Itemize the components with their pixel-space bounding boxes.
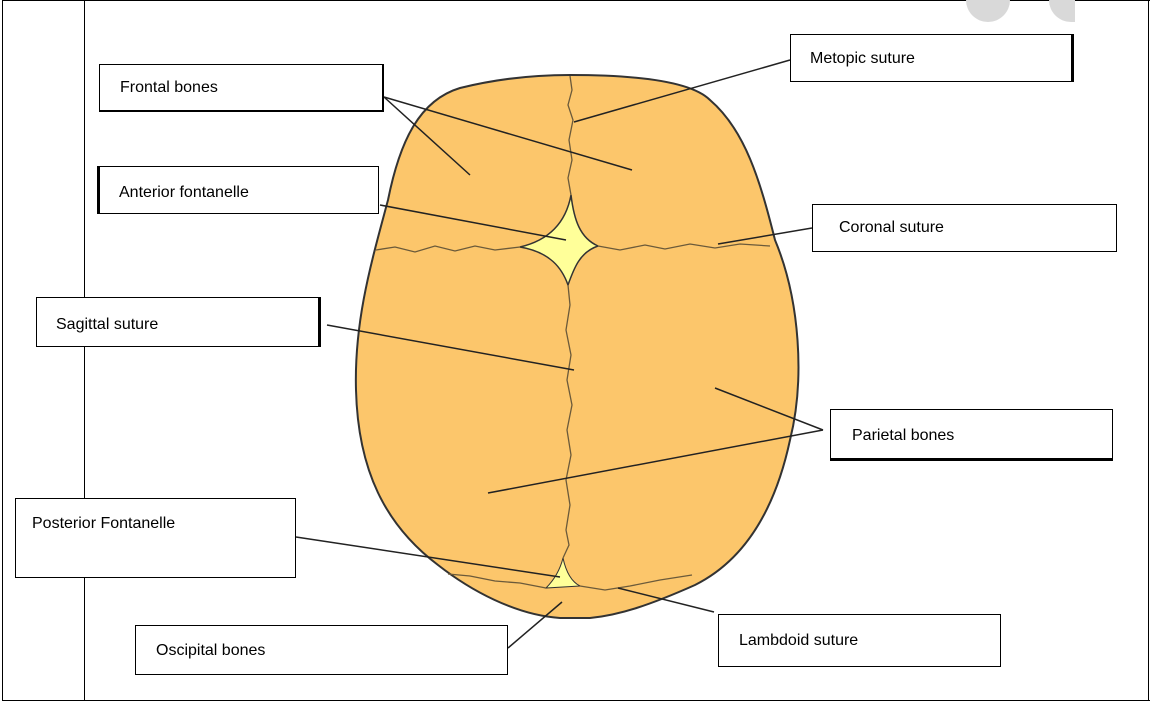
label-anterior-fontanelle-text: Anterior fontanelle	[119, 183, 249, 202]
label-posterior-fontanelle-text: Posterior Fontanelle	[32, 514, 175, 533]
label-sagittal-suture: Sagittal suture	[36, 297, 321, 347]
label-metopic-suture-text: Metopic suture	[810, 49, 915, 68]
label-coronal-suture: Coronal suture	[812, 204, 1117, 252]
label-lambdoid-suture-text: Lambdoid suture	[739, 631, 858, 650]
label-coronal-suture-text: Coronal suture	[839, 218, 944, 237]
label-occipital-bones: Oscipital bones	[135, 625, 508, 675]
label-metopic-suture: Metopic suture	[790, 34, 1074, 82]
label-parietal-bones-text: Parietal bones	[852, 426, 954, 445]
label-posterior-fontanelle: Posterior Fontanelle	[15, 498, 296, 578]
label-frontal-bones-text: Frontal bones	[120, 78, 218, 97]
label-anterior-fontanelle: Anterior fontanelle	[97, 166, 379, 214]
label-frontal-bones: Frontal bones	[99, 64, 384, 112]
label-sagittal-suture-text: Sagittal suture	[56, 315, 158, 334]
label-lambdoid-suture: Lambdoid suture	[718, 614, 1001, 667]
skull-outline	[356, 75, 799, 618]
label-occipital-bones-text: Oscipital bones	[156, 641, 265, 660]
label-parietal-bones: Parietal bones	[830, 409, 1113, 461]
